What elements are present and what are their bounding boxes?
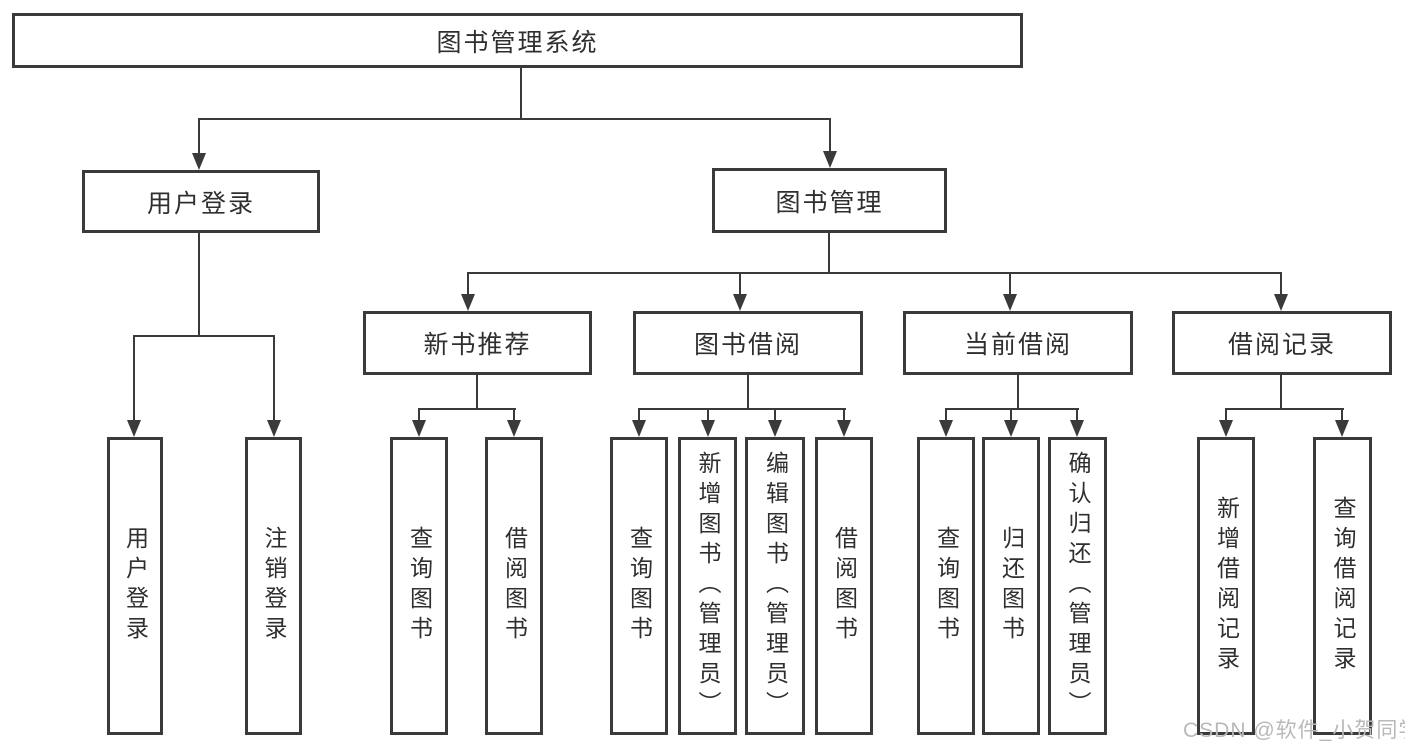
arrowhead-icon xyxy=(412,420,426,437)
connector-rail xyxy=(638,408,846,410)
node-book-borrow: 图书借阅 xyxy=(633,311,863,375)
arrowhead-icon xyxy=(461,294,475,311)
leaf-return-book: 归还图书 xyxy=(982,437,1040,735)
leaf-user-login: 用户登录 xyxy=(107,437,163,735)
leaf-query-book-1: 查询图书 xyxy=(390,437,448,735)
connector-drop xyxy=(1225,408,1227,420)
connector-drop xyxy=(945,408,947,420)
connector-stem xyxy=(476,375,478,408)
leaf-query-book-3: 查询图书 xyxy=(917,437,975,735)
connector-drop xyxy=(1280,272,1282,294)
arrowhead-icon xyxy=(632,420,646,437)
leaf-add-borrow-record-label: 新增借阅记录 xyxy=(1213,496,1240,676)
arrowhead-icon xyxy=(1004,420,1018,437)
leaf-edit-book-admin: 编辑图书（管理员） xyxy=(745,437,805,735)
connector-stem xyxy=(1017,375,1019,408)
connector-drop xyxy=(774,408,776,420)
connector-user-login-stem xyxy=(198,233,200,335)
connector-drop xyxy=(273,335,275,420)
node-borrow-record-label: 借阅记录 xyxy=(1227,331,1336,359)
node-book-manage: 图书管理 xyxy=(712,168,947,233)
connector-root-drop-right xyxy=(829,118,831,152)
node-book-borrow-label: 图书借阅 xyxy=(693,331,802,359)
connector-drop xyxy=(1076,408,1078,420)
leaf-add-book-admin-label: 新增图书（管理员） xyxy=(695,451,721,721)
node-user-login-label: 用户登录 xyxy=(146,189,255,218)
leaf-query-book-1-label: 查询图书 xyxy=(406,526,433,646)
leaf-add-borrow-record: 新增借阅记录 xyxy=(1197,437,1255,735)
leaf-query-borrow-record-label: 查询借阅记录 xyxy=(1330,496,1356,676)
connector-book-manage-rail xyxy=(467,272,1282,274)
node-book-manage-label: 图书管理 xyxy=(775,188,884,217)
arrowhead-icon xyxy=(837,420,851,437)
connector-rail xyxy=(418,408,516,410)
connector-drop xyxy=(739,272,741,294)
connector-drop xyxy=(1009,272,1011,294)
leaf-edit-book-admin-label: 编辑图书（管理员） xyxy=(762,451,789,721)
connector-drop xyxy=(707,408,709,420)
leaf-query-borrow-record: 查询借阅记录 xyxy=(1313,437,1372,735)
arrowhead-icon xyxy=(1003,294,1017,311)
connector-drop xyxy=(467,272,469,294)
connector-drop xyxy=(513,408,515,420)
connector-root-stem xyxy=(520,68,522,118)
node-user-login: 用户登录 xyxy=(82,170,320,233)
leaf-add-book-admin: 新增图书（管理员） xyxy=(678,437,737,735)
connector-user-login-rail xyxy=(133,335,275,337)
arrowhead-icon xyxy=(1335,420,1349,437)
leaf-borrow-book-1: 借阅图书 xyxy=(485,437,543,735)
leaf-query-book-2: 查询图书 xyxy=(610,437,668,735)
connector-drop xyxy=(843,408,845,420)
csdn-watermark: CSDN @软件_小贺同学 xyxy=(1183,719,1405,742)
connector-rail xyxy=(1225,408,1344,410)
node-new-book-recommend-label: 新书推荐 xyxy=(423,331,532,359)
leaf-query-book-2-label: 查询图书 xyxy=(626,526,653,646)
connector-rail xyxy=(945,408,1079,410)
arrowhead-icon xyxy=(823,151,837,168)
connector-drop xyxy=(1010,408,1012,420)
leaf-borrow-book-2-label: 借阅图书 xyxy=(831,526,858,646)
node-root: 图书管理系统 xyxy=(12,13,1023,68)
leaf-confirm-return-admin: 确认归还（管理员） xyxy=(1048,437,1107,735)
arrowhead-icon xyxy=(768,420,782,437)
connector-drop xyxy=(1341,408,1343,420)
connector-drop xyxy=(133,335,135,420)
leaf-logout: 注销登录 xyxy=(245,437,302,735)
node-new-book-recommend: 新书推荐 xyxy=(363,311,592,375)
connector-stem xyxy=(747,375,749,408)
connector-root-drop-left xyxy=(198,118,200,154)
arrowhead-icon xyxy=(1070,420,1084,437)
leaf-borrow-book-1-label: 借阅图书 xyxy=(501,526,528,646)
arrowhead-icon xyxy=(939,420,953,437)
leaf-user-login-label: 用户登录 xyxy=(122,526,149,646)
connector-root-rail xyxy=(198,118,831,120)
leaf-query-book-3-label: 查询图书 xyxy=(933,526,960,646)
node-borrow-record: 借阅记录 xyxy=(1172,311,1392,375)
connector-drop xyxy=(638,408,640,420)
node-root-label: 图书管理系统 xyxy=(436,28,599,57)
arrowhead-icon xyxy=(267,420,281,437)
arrowhead-icon xyxy=(192,153,206,170)
leaf-confirm-return-admin-label: 确认归还（管理员） xyxy=(1065,451,1091,721)
connector-book-manage-stem xyxy=(828,233,830,272)
leaf-borrow-book-2: 借阅图书 xyxy=(815,437,873,735)
arrowhead-icon xyxy=(507,420,521,437)
node-current-borrow: 当前借阅 xyxy=(903,311,1133,375)
connector-drop xyxy=(418,408,420,420)
connector-stem xyxy=(1280,375,1282,408)
arrowhead-icon xyxy=(1219,420,1233,437)
arrowhead-icon xyxy=(1274,294,1288,311)
arrowhead-icon xyxy=(127,420,141,437)
leaf-logout-label: 注销登录 xyxy=(261,526,287,646)
arrowhead-icon xyxy=(733,294,747,311)
leaf-return-book-label: 归还图书 xyxy=(998,526,1025,646)
arrowhead-icon xyxy=(701,420,715,437)
node-current-borrow-label: 当前借阅 xyxy=(963,331,1072,359)
